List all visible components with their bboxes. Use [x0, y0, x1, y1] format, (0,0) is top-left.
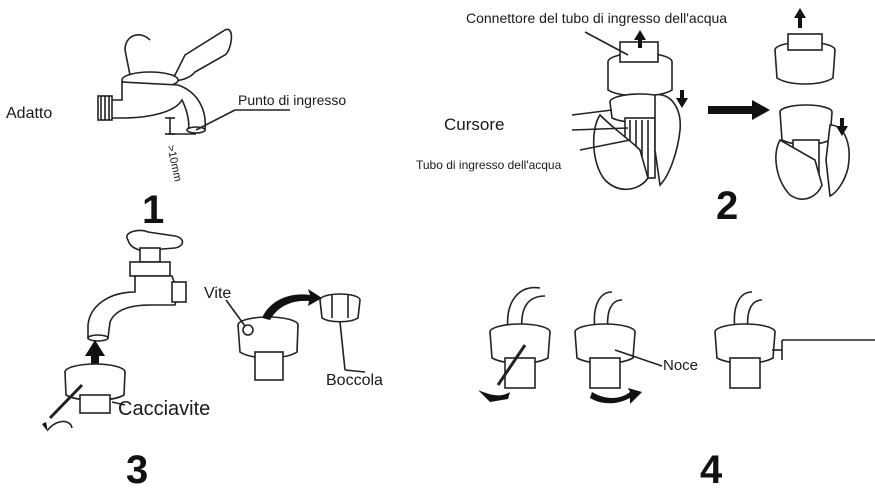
label-slider: Cursore — [444, 115, 505, 134]
label-screw: Vite — [204, 285, 232, 302]
label-inlet-point: Punto di ingresso — [238, 92, 347, 108]
faucet-illustration-3 — [42, 229, 187, 432]
label-nut: Noce — [663, 357, 699, 374]
label-adapter: Adatto — [6, 105, 53, 122]
step-number-3: 3 — [126, 448, 149, 492]
label-inlet-hose: Tubo di ingresso dell'acqua — [416, 158, 562, 172]
label-connector: Connettore del tubo di ingresso dell'acq… — [466, 10, 728, 26]
tightening-illustration-4 — [478, 283, 875, 404]
label-bushing: Boccola — [326, 372, 383, 389]
step-number-2: 2 — [716, 184, 739, 228]
step-number-4: 4 — [700, 448, 723, 492]
connector-illustration-2 — [571, 8, 850, 200]
faucet-illustration-1 — [97, 28, 290, 135]
label-screwdriver: Cacciavite — [118, 398, 211, 420]
bushing-illustration-3 — [225, 289, 366, 381]
step-number-1: 1 — [142, 188, 165, 232]
